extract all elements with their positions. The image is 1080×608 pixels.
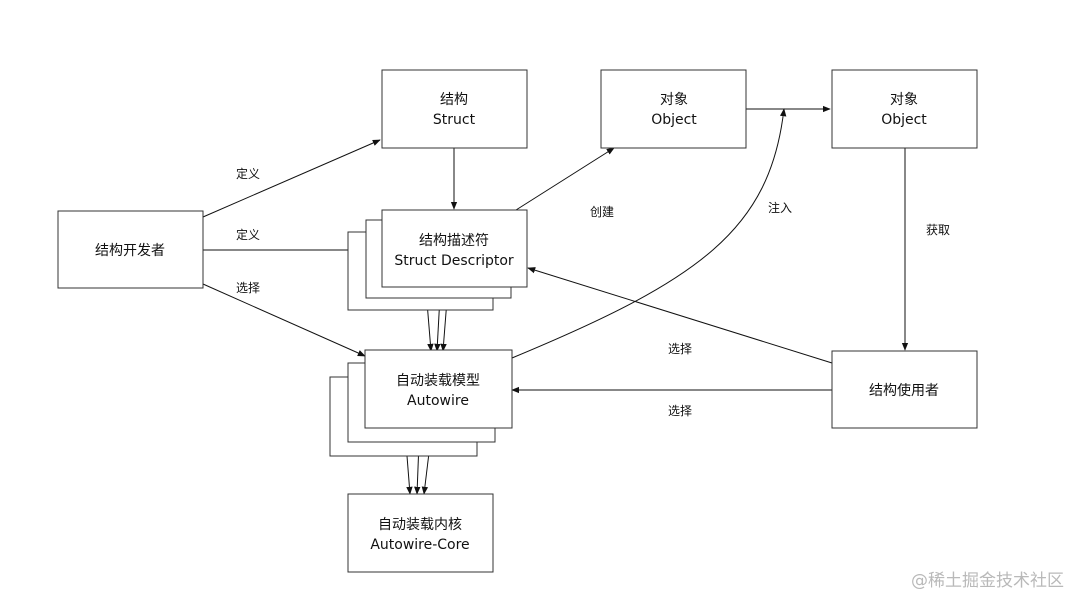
node-object-retrieved-title: 对象	[890, 92, 918, 108]
node-object-created-title: 对象	[660, 92, 688, 108]
autowire-stack-front	[364, 349, 513, 429]
edges	[202, 105, 909, 495]
node-object-retrieved-subtitle: Object	[881, 112, 927, 128]
node-autowire-subtitle: Autowire	[407, 393, 469, 409]
node-object-created[interactable]: 对象 Object	[600, 69, 747, 149]
edge-select-autowire-dev	[202, 283, 366, 357]
edge-create-object	[515, 147, 615, 211]
node-user-title: 结构使用者	[869, 382, 939, 399]
edge-labels: 定义 定义 选择 创建 注入 获取 选择 选择	[236, 166, 950, 418]
node-user[interactable]: 结构使用者	[831, 350, 978, 429]
label-inject: 注入	[768, 200, 792, 215]
node-autowire-title: 自动装载模型	[396, 373, 480, 389]
node-developer[interactable]: 结构开发者	[57, 210, 204, 289]
node-object-created-subtitle: Object	[651, 112, 697, 128]
node-struct-subtitle: Struct	[433, 112, 476, 128]
label-select-autowire-dev: 选择	[236, 281, 260, 295]
edge-autowire-core-1	[406, 455, 413, 495]
edge-define-struct	[202, 139, 381, 218]
descriptor-stack-front	[381, 209, 528, 288]
node-object-retrieved[interactable]: 对象 Object	[831, 69, 978, 149]
node-descriptor-subtitle: Struct Descriptor	[394, 253, 514, 269]
label-define-descriptor: 定义	[236, 227, 260, 242]
label-user-select-descriptor: 选择	[668, 342, 692, 356]
watermark: @稀土掘金技术社区	[911, 571, 1064, 591]
node-core-title: 自动装载内核	[378, 517, 462, 533]
label-create: 创建	[590, 205, 614, 219]
node-autowire-stack[interactable]: 自动装载模型 Autowire	[329, 349, 513, 457]
node-struct-title: 结构	[440, 92, 468, 108]
node-developer-title: 结构开发者	[95, 243, 165, 259]
label-user-select-autowire: 选择	[668, 404, 692, 418]
node-core[interactable]: 自动装载内核 Autowire-Core	[347, 493, 494, 573]
label-get: 获取	[926, 223, 950, 237]
node-descriptor-stack[interactable]: 结构描述符 Struct Descriptor	[347, 209, 528, 311]
edge-user-select-descriptor	[527, 267, 833, 364]
label-define-struct: 定义	[236, 166, 260, 181]
node-core-subtitle: Autowire-Core	[370, 537, 469, 553]
edge-inject	[511, 108, 787, 359]
node-descriptor-title: 结构描述符	[419, 233, 489, 249]
node-struct[interactable]: 结构 Struct	[381, 69, 528, 149]
